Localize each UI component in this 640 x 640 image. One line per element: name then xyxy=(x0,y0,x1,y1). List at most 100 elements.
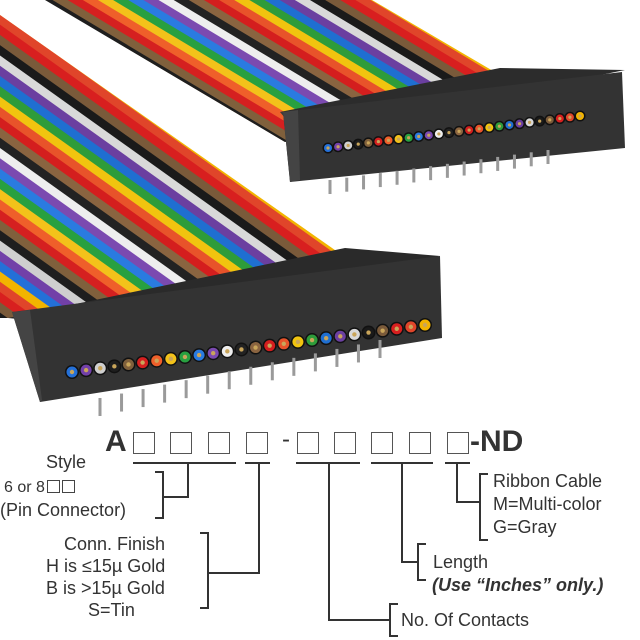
pin xyxy=(529,152,533,167)
pin xyxy=(496,156,500,171)
wire-core xyxy=(326,146,330,150)
wire-core xyxy=(140,360,145,365)
wire-core xyxy=(417,134,421,139)
wire-core xyxy=(366,330,371,335)
code-box-length-1 xyxy=(371,432,393,454)
wire-core xyxy=(457,129,461,133)
bracket-contacts xyxy=(389,603,398,637)
code-box-small xyxy=(46,480,60,493)
code-box-contacts-2 xyxy=(334,432,356,454)
wire-core xyxy=(352,332,357,337)
wire-core xyxy=(154,358,159,363)
pin xyxy=(184,380,188,399)
wire-core xyxy=(467,128,471,132)
wire-core xyxy=(437,132,441,136)
wire-core xyxy=(477,127,481,131)
code-box-style-3 xyxy=(208,432,230,454)
pin xyxy=(356,344,360,363)
wire-core xyxy=(356,142,360,146)
contacts-title: No. Of Contacts xyxy=(401,610,530,630)
wire-core xyxy=(295,339,301,345)
finish-option-s: S=Tin xyxy=(88,600,135,620)
pin xyxy=(249,366,253,385)
finish-title: Conn. Finish xyxy=(64,534,166,554)
length-title: Length xyxy=(433,552,489,572)
code-box-length-2 xyxy=(409,432,431,454)
wire-core xyxy=(182,354,188,360)
pin xyxy=(345,177,349,192)
wire-core xyxy=(408,324,414,330)
bracket-finish xyxy=(200,532,209,609)
wire-core xyxy=(578,114,582,118)
part-suffix: -ND xyxy=(470,425,524,458)
leader-style xyxy=(163,463,189,498)
wire-core xyxy=(407,136,411,140)
pin xyxy=(362,175,366,190)
wire-core xyxy=(497,124,501,128)
cable-title: Ribbon Cable xyxy=(493,471,603,491)
part-prefix: A xyxy=(105,425,127,458)
pin xyxy=(412,168,416,183)
pin xyxy=(98,398,102,416)
wire-core xyxy=(253,345,258,350)
code-box-style-2 xyxy=(170,432,192,454)
pin xyxy=(546,150,550,164)
pin xyxy=(462,161,466,176)
code-box-cable xyxy=(447,432,469,454)
wire-core xyxy=(83,367,89,373)
wire-core xyxy=(225,349,230,354)
wire-core xyxy=(380,328,385,333)
wire-core xyxy=(126,362,131,367)
pin xyxy=(378,340,382,358)
style-option: 6 or 8 xyxy=(4,478,75,498)
wire-core xyxy=(346,143,350,148)
style-title: Style xyxy=(46,452,87,472)
wire-core xyxy=(528,120,532,124)
leader-contacts xyxy=(328,463,390,621)
pin xyxy=(120,393,124,412)
pin xyxy=(395,170,399,185)
wire-core xyxy=(211,351,216,356)
wire-core xyxy=(267,343,272,348)
pin xyxy=(335,348,339,367)
wire-core xyxy=(239,347,244,352)
wire-core xyxy=(281,341,286,346)
wire-core xyxy=(336,145,340,149)
pin xyxy=(163,384,167,403)
wire-core xyxy=(366,141,370,145)
pin xyxy=(270,362,274,381)
wire-core xyxy=(168,356,174,362)
wire-core xyxy=(396,137,401,141)
wire-core xyxy=(338,334,343,339)
wire-core xyxy=(517,122,522,126)
code-box-contacts-1 xyxy=(297,432,319,454)
bracket-style xyxy=(155,471,164,519)
wire-core xyxy=(323,335,329,341)
wire-core xyxy=(422,322,428,328)
bracket-length xyxy=(417,543,426,581)
style-option-text: 6 or 8 xyxy=(4,479,45,496)
ribbon-cable-photo xyxy=(0,0,625,416)
pin xyxy=(512,154,516,169)
style-note: (Pin Connector) xyxy=(0,500,127,520)
wire-core xyxy=(98,366,103,371)
front-connector xyxy=(8,248,442,416)
code-box-finish xyxy=(246,432,268,454)
cable-option-m: M=Multi-color xyxy=(493,494,602,514)
cable-option-g: G=Gray xyxy=(493,517,557,537)
wire-core xyxy=(112,364,117,369)
wire-core xyxy=(548,118,552,122)
pin xyxy=(479,159,483,174)
pin xyxy=(141,389,145,408)
pin xyxy=(227,371,231,390)
back-connector xyxy=(280,68,625,194)
wire-core xyxy=(447,131,451,135)
pin xyxy=(429,166,433,181)
pin xyxy=(328,180,332,194)
pin xyxy=(206,375,210,394)
bracket-cable xyxy=(479,473,488,541)
leader-length xyxy=(401,463,418,563)
wire-core xyxy=(487,125,491,130)
